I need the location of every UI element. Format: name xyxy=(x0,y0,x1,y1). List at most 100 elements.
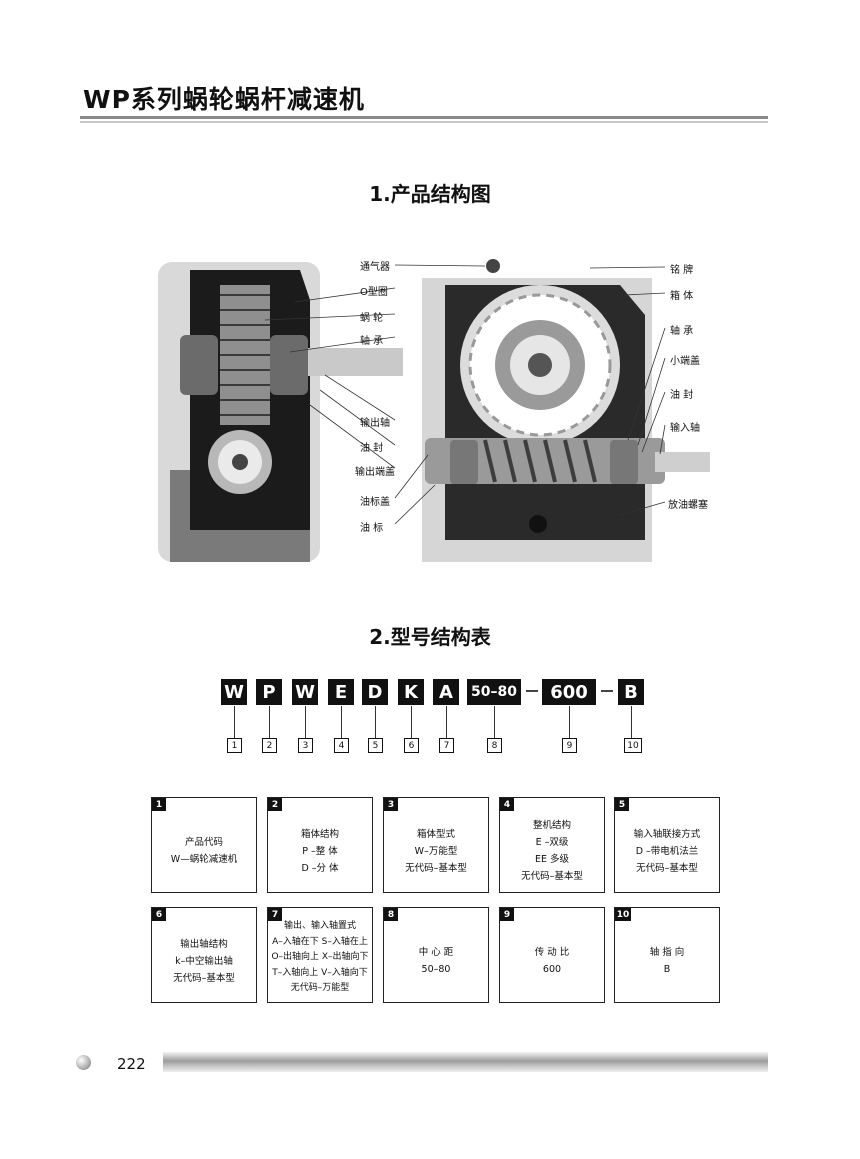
definition-number: 5 xyxy=(615,798,629,811)
definition-line: 传 动 比 xyxy=(534,947,570,958)
connector-line xyxy=(446,706,447,738)
callout-oil-gauge-cover: 油标盖 xyxy=(360,497,390,508)
definition-line: D –分 体 xyxy=(301,862,339,874)
definition-number: 9 xyxy=(500,908,514,921)
code-box-2: P xyxy=(256,679,282,705)
position-number-4: 4 xyxy=(334,738,349,753)
header-rule xyxy=(80,116,768,119)
definition-line: W—蜗轮减速机 xyxy=(170,854,238,865)
callout-housing: 箱 体 xyxy=(670,291,694,302)
callout-oil-seal-left: 油 封 xyxy=(360,443,384,454)
definition-line: 输出轴结构 xyxy=(180,938,228,950)
callout-oil-gauge: 油 标 xyxy=(360,523,384,534)
definition-line: 无代码–基本型 xyxy=(636,862,698,874)
definition-box-6: 6 输出轴结构 k–中空输出轴 无代码–基本型 xyxy=(151,907,257,1003)
code-box-7: A xyxy=(433,679,459,705)
definition-line: P –整 体 xyxy=(302,845,338,857)
definition-line: 箱体结构 xyxy=(300,828,339,840)
section-title-model-table: 2.型号结构表 xyxy=(369,625,491,649)
definition-box-7: 7 输出、输入轴置式 A–入轴在下 S–入轴在上 O–出轴向上 X–出轴向下 T… xyxy=(267,907,373,1003)
definition-line: EE 多级 xyxy=(534,854,570,865)
callout-output-shaft: 输出轴 xyxy=(360,418,390,429)
connector-line xyxy=(411,706,412,738)
code-box-4: E xyxy=(328,679,354,705)
callout-output-end-cover: 输出端盖 xyxy=(355,467,395,478)
position-number-10: 10 xyxy=(624,738,642,753)
definition-line: 箱体型式 xyxy=(416,828,455,840)
definition-line: 无代码–基本型 xyxy=(173,972,235,984)
definition-line: 50–80 xyxy=(421,964,451,975)
definition-line: O–出轴向上 X–出轴向下 xyxy=(271,952,369,963)
definition-box-4: 4 整机结构 E –双级 EE 多级 无代码–基本型 xyxy=(499,797,605,893)
definition-line: T–入轴向上 V–入轴向下 xyxy=(272,967,368,978)
code-box-6: K xyxy=(398,679,424,705)
definition-line: 产品代码 xyxy=(184,837,223,848)
definition-line: W–万能型 xyxy=(414,845,458,857)
definition-box-2: 2 箱体结构 P –整 体 D –分 体 xyxy=(267,797,373,893)
callout-small-end-cover: 小端盖 xyxy=(670,356,700,367)
callout-drain-plug: 放油螺塞 xyxy=(668,500,708,511)
code-box-3: W xyxy=(292,679,318,705)
position-number-1: 1 xyxy=(227,738,242,753)
gearbox-side-section xyxy=(158,262,403,562)
footer-bar xyxy=(163,1052,768,1072)
definition-box-3: 3 箱体型式 W–万能型 无代码–基本型 xyxy=(383,797,489,893)
definition-box-9: 9 传 动 比 600 xyxy=(499,907,605,1003)
definition-line: 中 心 距 xyxy=(418,947,454,958)
position-number-7: 7 xyxy=(439,738,454,753)
definition-line: 无代码–基本型 xyxy=(521,871,583,882)
definition-number: 3 xyxy=(384,798,398,811)
connector-line xyxy=(494,706,495,738)
definition-line: 轴 指 向 xyxy=(649,947,685,958)
footer-bullet-icon xyxy=(76,1055,91,1070)
connector-line xyxy=(269,706,270,738)
definition-line: k–中空输出轴 xyxy=(175,955,233,967)
page-number: 222 xyxy=(117,1055,146,1073)
code-dash xyxy=(601,690,613,692)
definition-number: 2 xyxy=(268,798,282,811)
definition-number: 8 xyxy=(384,908,398,921)
position-number-8: 8 xyxy=(487,738,502,753)
definition-number: 4 xyxy=(500,798,514,811)
callout-worm-wheel: 蜗 轮 xyxy=(360,313,384,324)
definition-box-8: 8 中 心 距 50–80 xyxy=(383,907,489,1003)
definition-line: B xyxy=(663,964,671,975)
code-box-8: 50–80 xyxy=(467,679,521,705)
callout-input-shaft: 输入轴 xyxy=(670,423,700,434)
code-dash xyxy=(526,690,538,692)
gearbox-front-section xyxy=(422,259,710,562)
connector-line xyxy=(341,706,342,738)
connector-line xyxy=(631,706,632,738)
connector-line xyxy=(234,706,235,738)
definition-line: 无代码–基本型 xyxy=(405,862,467,874)
definition-number: 7 xyxy=(268,908,282,921)
header-rule-light xyxy=(80,121,768,123)
definition-box-5: 5 输入轴联接方式 D –带电机法兰 无代码–基本型 xyxy=(614,797,720,893)
callout-o-ring: O型圈 xyxy=(360,287,388,298)
definition-line: 600 xyxy=(542,964,562,975)
position-number-6: 6 xyxy=(404,738,419,753)
product-structure-figure: 通气器 O型圈 蜗 轮 轴 承 输出轴 油 封 输出端盖 油标盖 油 标 铭 牌… xyxy=(150,240,710,570)
definition-line: D –带电机法兰 xyxy=(635,845,699,857)
position-number-2: 2 xyxy=(262,738,277,753)
callout-bearing-right: 轴 承 xyxy=(670,326,694,337)
definition-number: 1 xyxy=(152,798,166,811)
connector-line xyxy=(305,706,306,738)
definition-number: 10 xyxy=(615,908,631,921)
section-title-structure: 1.产品结构图 xyxy=(369,182,491,206)
callout-nameplate: 铭 牌 xyxy=(670,265,694,276)
callout-bearing-left: 轴 承 xyxy=(360,336,384,347)
definition-box-10: 10 轴 指 向 B xyxy=(614,907,720,1003)
connector-line xyxy=(375,706,376,738)
position-number-3: 3 xyxy=(298,738,313,753)
callout-oil-seal-right: 油 封 xyxy=(670,390,694,401)
definition-line: E –双级 xyxy=(535,837,569,848)
definition-box-1: 1 产品代码 W—蜗轮减速机 xyxy=(151,797,257,893)
position-number-9: 9 xyxy=(562,738,577,753)
code-box-5: D xyxy=(362,679,388,705)
definition-line: 输出、输入轴置式 xyxy=(283,921,356,932)
definition-number: 6 xyxy=(152,908,166,921)
callout-breather: 通气器 xyxy=(360,262,390,273)
page-title: WP系列蜗轮蜗杆减速机 xyxy=(83,85,365,114)
code-box-10: B xyxy=(618,679,644,705)
